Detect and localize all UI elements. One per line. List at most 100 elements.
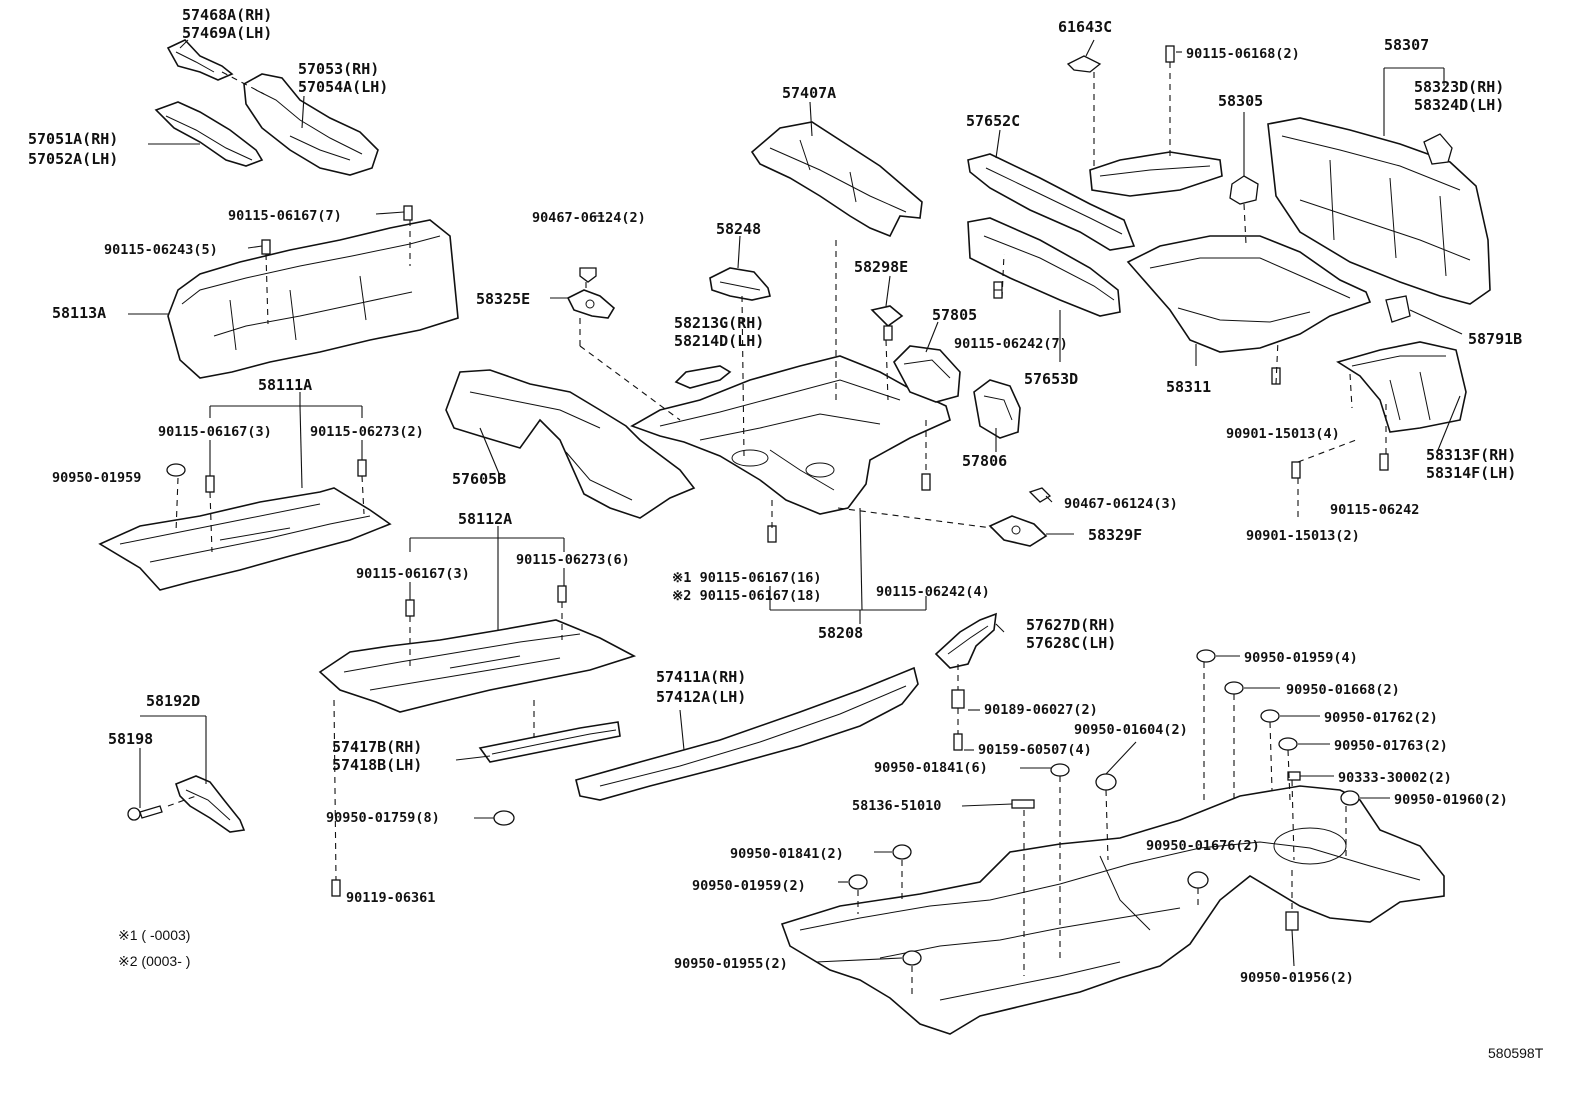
label-57652c: 57652C xyxy=(966,112,1020,130)
bolt-icon xyxy=(1285,911,1299,931)
part-57806-plate xyxy=(973,379,1021,439)
plug-icon xyxy=(1287,771,1301,781)
bolt-icon xyxy=(767,525,777,543)
label-58791b: 58791B xyxy=(1468,330,1522,348)
label-57605b: 57605B xyxy=(452,470,506,488)
bolt-icon xyxy=(953,733,963,751)
part-58208-main-floor xyxy=(630,355,951,515)
label-90950-01763-2: 90950-01763(2) xyxy=(1334,738,1448,754)
part-57805-plate xyxy=(893,345,961,403)
bolt-icon xyxy=(357,459,367,477)
label-57418b: 57418B(LH) xyxy=(332,756,422,774)
label-90115-06167-16: ※1 90115-06167(16) xyxy=(672,570,821,586)
label-58305: 58305 xyxy=(1218,92,1263,110)
label-90950-01955-2: 90950-01955(2) xyxy=(674,956,788,972)
label-58307: 58307 xyxy=(1384,36,1429,54)
label-90333-30002-2: 90333-30002(2) xyxy=(1338,770,1452,786)
label-90901-15013-2: 90901-15013(2) xyxy=(1246,528,1360,544)
part-57053-rail xyxy=(243,73,379,176)
alignment-dashes xyxy=(167,62,1387,994)
part-58329f-plate xyxy=(988,487,1052,547)
label-90119-06361: 90119-06361 xyxy=(346,890,435,906)
label-58248: 58248 xyxy=(716,220,761,238)
label-58314f: 58314F(LH) xyxy=(1426,464,1516,482)
part-58248-bracket xyxy=(709,267,771,301)
label-ref-note-2: ※2 (0003- ) xyxy=(118,953,190,969)
plug-icon xyxy=(1278,737,1298,751)
label-90115-06273-2: 90115-06273(2) xyxy=(310,424,424,440)
label-57411a: 57411A(RH) xyxy=(656,668,746,686)
part-58112a-front-floor xyxy=(318,619,637,713)
label-58313f: 58313F(RH) xyxy=(1426,446,1516,464)
leader-lines xyxy=(128,39,1463,967)
label-90950-01956-2: 90950-01956(2) xyxy=(1240,970,1354,986)
label-90115-06242: 90115-06242 xyxy=(1330,502,1419,518)
bolt-icon xyxy=(403,205,413,221)
part-57653d-panel xyxy=(967,217,1121,317)
label-57407a: 57407A xyxy=(782,84,836,102)
plug-icon xyxy=(892,844,912,860)
label-90950-01841-6: 90950-01841(6) xyxy=(874,760,988,776)
plug-icon xyxy=(493,810,515,826)
part-57627d-bracket xyxy=(934,612,997,669)
part-58298e-bracket xyxy=(870,305,904,341)
part-labels: 57468A(RH) 57469A(LH) 57053(RH) 57054A(L… xyxy=(28,6,1544,1061)
label-90115-06167-3-a: 90115-06167(3) xyxy=(158,424,272,440)
label-57628c: 57628C(LH) xyxy=(1026,634,1116,652)
label-57052a: 57052A(LH) xyxy=(28,150,118,168)
label-90115-06167-3-b: 90115-06167(3) xyxy=(356,566,470,582)
label-57806: 57806 xyxy=(962,452,1007,470)
label-57469a: 57469A(LH) xyxy=(182,24,272,42)
label-58136-51010: 58136-51010 xyxy=(852,798,941,814)
label-57054a: 57054A(LH) xyxy=(298,78,388,96)
clip-icon xyxy=(1011,799,1035,809)
part-58111a-front-floor xyxy=(98,487,392,591)
plug-icon xyxy=(1260,709,1280,723)
part-58213g-bracket xyxy=(674,365,732,389)
bolt-icon xyxy=(921,473,931,491)
label-58112a: 58112A xyxy=(458,510,512,528)
label-57412a: 57412A(LH) xyxy=(656,688,746,706)
label-58113a: 58113A xyxy=(52,304,106,322)
bolt-icon xyxy=(405,599,415,617)
bolt-icon xyxy=(1379,453,1389,471)
label-90950-01959-4: 90950-01959(4) xyxy=(1244,650,1358,666)
plug-icon xyxy=(902,950,922,966)
label-90950-01604-2: 90950-01604(2) xyxy=(1074,722,1188,738)
part-58311-spare-pan xyxy=(1126,235,1372,353)
label-58323d: 58323D(RH) xyxy=(1414,78,1504,96)
drawing-code: 580598T xyxy=(1488,1045,1544,1061)
label-90115-06273-6: 90115-06273(6) xyxy=(516,552,630,568)
label-58325e: 58325E xyxy=(476,290,530,308)
label-90950-01959-2: 90950-01959(2) xyxy=(692,878,806,894)
label-90115-06243-5: 90115-06243(5) xyxy=(104,242,218,258)
part-58305-clip xyxy=(1229,175,1259,205)
label-58324d: 58324D(LH) xyxy=(1414,96,1504,114)
label-90115-06167-7: 90115-06167(7) xyxy=(228,208,342,224)
label-58329f: 58329F xyxy=(1088,526,1142,544)
label-58311: 58311 xyxy=(1166,378,1211,396)
label-57417b: 57417B(RH) xyxy=(332,738,422,756)
bolt-icon xyxy=(1291,461,1301,479)
part-57407a-crossmember xyxy=(750,121,923,238)
bolt-icon xyxy=(261,239,271,255)
plug-icon xyxy=(1224,681,1244,695)
bolt-icon xyxy=(1165,45,1175,63)
label-57805: 57805 xyxy=(932,306,977,324)
label-58208: 58208 xyxy=(818,624,863,642)
label-90115-06167-18: ※2 90115-06167(18) xyxy=(672,588,821,604)
label-90950-01759-8: 90950-01759(8) xyxy=(326,810,440,826)
part-rear-bracket xyxy=(1089,151,1223,197)
label-90115-06168-2: 90115-06168(2) xyxy=(1186,46,1300,62)
label-90950-01668-2: 90950-01668(2) xyxy=(1286,682,1400,698)
label-90950-01841-2: 90950-01841(2) xyxy=(730,846,844,862)
label-90950-01959: 90950-01959 xyxy=(52,470,141,486)
label-90189-06027-2: 90189-06027(2) xyxy=(984,702,1098,718)
bolt-icon xyxy=(331,879,341,897)
label-58198: 58198 xyxy=(108,730,153,748)
label-61643c: 61643C xyxy=(1058,18,1112,36)
plug-icon xyxy=(1340,790,1360,806)
label-90467-06124-3: 90467-06124(3) xyxy=(1064,496,1178,512)
